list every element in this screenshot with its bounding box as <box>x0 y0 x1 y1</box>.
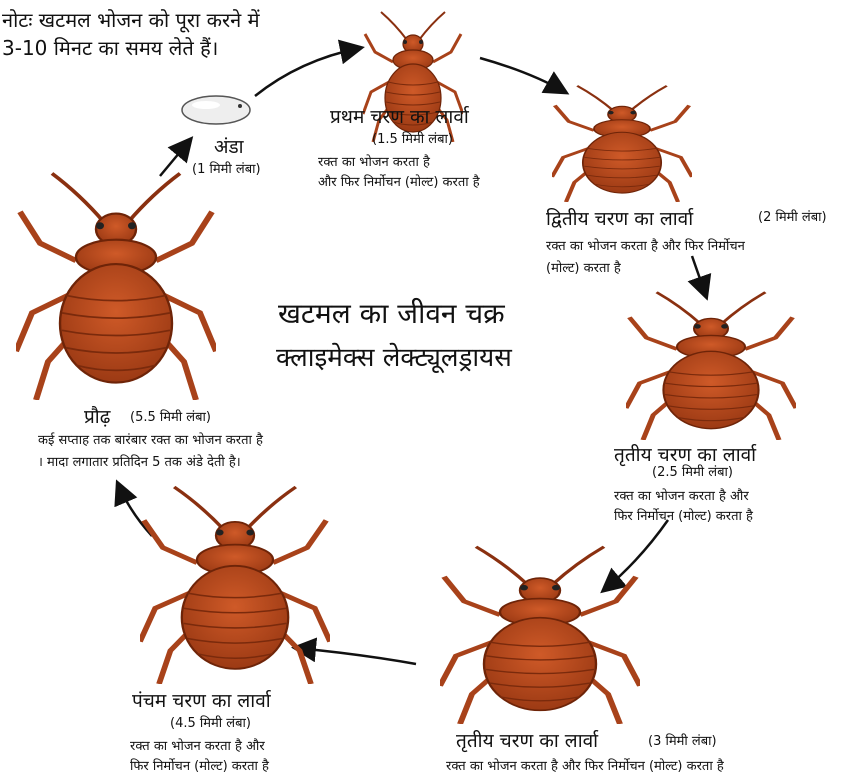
stage4-label: तृतीय चरण का लार्वा <box>456 730 598 754</box>
egg-label: अंडा <box>214 136 244 160</box>
stage2-label: द्वितीय चरण का लार्वा <box>546 208 693 232</box>
arrow-egg-to-stage1 <box>255 48 360 96</box>
egg-size: (1 मिमी लंबा) <box>192 162 261 178</box>
adult-size: (5.5 मिमी लंबा) <box>130 410 211 426</box>
stage2-desc-line2: (मोल्ट) करता है <box>546 258 621 279</box>
stage4-larva-image <box>440 544 640 724</box>
stage4-size: (3 मिमी लंबा) <box>648 734 717 750</box>
egg-image <box>178 90 256 130</box>
stage3-larva-image <box>626 290 796 440</box>
stage5-desc-line1: रक्त का भोजन करता है और <box>130 736 265 757</box>
stage3-size: (2.5 मिमी लंबा) <box>652 465 733 481</box>
stage2-larva-image <box>552 84 692 202</box>
stage2-size: (2 मिमी लंबा) <box>758 210 827 226</box>
note-line-2: 3-10 मिनट का समय लेते हैं। <box>2 34 260 62</box>
stage1-size: (1.5 मिमी लंबा) <box>372 132 453 148</box>
stage5-label: पंचम चरण का लार्वा <box>132 690 271 714</box>
stage4-desc-line1: रक्त का भोजन करता है और फिर निर्मोचन (मो… <box>446 756 724 777</box>
diagram-title: खटमल का जीवन चक्र <box>278 296 505 331</box>
stage3-desc-line1: रक्त का भोजन करता है और <box>614 486 749 507</box>
adult-bug-image <box>16 170 216 400</box>
stage5-desc-line2: फिर निर्मोचन (मोल्ट) करता है <box>130 756 269 777</box>
stage3-desc-line2: फिर निर्मोचन (मोल्ट) करता है <box>614 506 753 527</box>
stage2-desc-line1: रक्त का भोजन करता है और फिर निर्मोचन <box>546 236 745 257</box>
adult-desc-line2: । मादा लगातार प्रतिदिन 5 तक अंडे देती है… <box>38 452 241 473</box>
adult-label: प्रौढ़ <box>84 406 110 430</box>
note-line-1: नोटः खटमल भोजन को पूरा करने में <box>2 6 260 34</box>
feeding-note: नोटः खटमल भोजन को पूरा करने में 3-10 मिन… <box>2 6 260 62</box>
stage1-desc-line1: रक्त का भोजन करता है <box>318 152 430 173</box>
stage5-size: (4.5 मिमी लंबा) <box>170 716 251 732</box>
diagram-subtitle: क्लाइमेक्स लेक्ट्यूलड्रायस <box>276 342 512 375</box>
stage1-desc-line2: और फिर निर्मोचन (मोल्ट) करता है <box>318 172 480 193</box>
adult-desc-line1: कई सप्ताह तक बारंबार रक्त का भोजन करता ह… <box>38 430 263 451</box>
stage5-larva-image <box>140 484 330 684</box>
stage1-label: प्रथम चरण का लार्वा <box>330 106 469 130</box>
